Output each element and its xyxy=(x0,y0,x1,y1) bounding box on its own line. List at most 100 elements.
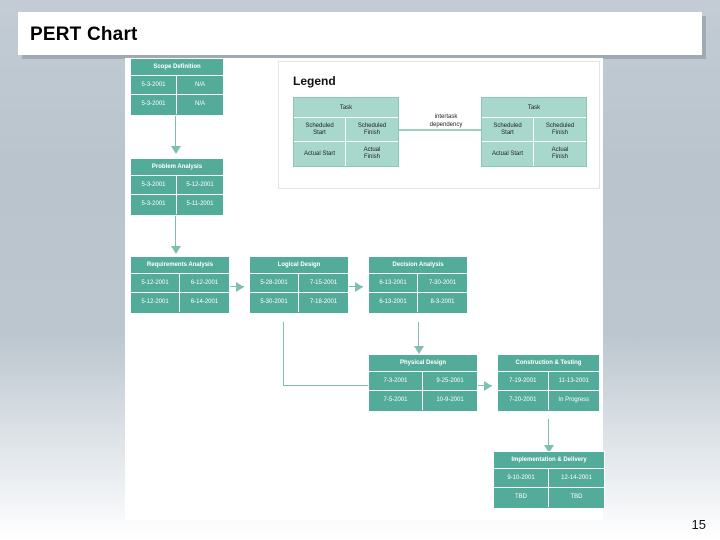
legend-title: Legend xyxy=(293,74,336,88)
task-scheduled-finish: 5-12-2001 xyxy=(186,181,214,188)
task-actual-finish: 5-11-2001 xyxy=(186,201,214,208)
connector-decision-to-physical-line xyxy=(418,322,419,352)
task-actual-start: 7-20-2001 xyxy=(498,391,549,410)
task-scheduled-row: 5-12-2001 6-12-2001 xyxy=(131,274,229,293)
task-actual-start: 5-12-2001 xyxy=(131,293,180,312)
task-actual-finish: 10-9-2001 xyxy=(436,397,464,404)
legend-left-scheduled-start: Scheduled Start xyxy=(294,118,346,141)
legend-left-scheduled-finish: Scheduled Finish xyxy=(357,122,387,136)
connector-logical-to-physical-vline xyxy=(283,322,284,386)
task-scheduled-start: 5-12-2001 xyxy=(131,274,180,292)
task-scheduled-row: 5-3-2001 N/A xyxy=(131,76,223,95)
legend-right-scheduled-finish: Scheduled Finish xyxy=(545,122,575,136)
task-scheduled-row: 9-10-2001 12-14-2001 xyxy=(494,469,604,488)
task-scheduled-finish: N/A xyxy=(194,81,205,88)
task-scheduled-start: 5-3-2001 xyxy=(131,176,177,194)
task-scheduled-start: 5-28-2001 xyxy=(250,274,299,292)
task-title: Decision Analysis xyxy=(369,257,467,274)
task-actual-row: 7-20-2001 In Progress xyxy=(498,391,599,410)
legend-panel: Legend Task Scheduled Start Scheduled Fi… xyxy=(278,61,600,189)
connector-problem-to-requirements-line xyxy=(175,214,176,250)
legend-right-header: Task xyxy=(482,98,586,118)
task-actual-finish: TBD xyxy=(570,494,583,501)
task-scheduled-start: 7-3-2001 xyxy=(369,372,423,390)
task-actual-row: 5-12-2001 6-14-2001 xyxy=(131,293,229,312)
connector-logical-to-physical-hline xyxy=(283,385,378,386)
task-scheduled-finish: 9-25-2001 xyxy=(436,377,464,384)
task-scheduled-start: 7-19-2001 xyxy=(498,372,549,390)
task-actual-start: 5-30-2001 xyxy=(250,293,299,312)
task-actual-row: 5-3-2001 N/A xyxy=(131,95,223,114)
task-scheduled-row: 5-28-2001 7-15-2001 xyxy=(250,274,348,293)
task-scheduled-start: 5-3-2001 xyxy=(131,76,177,94)
legend-dependency-label: intertask dependency xyxy=(429,114,463,128)
task-actual-finish: N/A xyxy=(194,101,205,108)
legend-dependency-arrow-line xyxy=(399,129,489,131)
legend-left-actual-finish: Actual Finish xyxy=(363,147,381,160)
task-actual-row: TBD TBD xyxy=(494,488,604,507)
connector-scope-to-problem-line xyxy=(175,114,176,150)
page-number: 15 xyxy=(691,517,706,532)
connector-scope-to-problem-arrow xyxy=(171,146,181,154)
connector-construction-to-implementation-line xyxy=(548,419,549,451)
task-scheduled-row: 6-13-2001 7-30-2001 xyxy=(369,274,467,293)
task-title: Scope Definition xyxy=(131,59,223,76)
task-title: Logical Design xyxy=(250,257,348,274)
task-title: Problem Analysis xyxy=(131,159,223,176)
connector-physical-to-construction-arrow xyxy=(484,381,492,391)
connector-requirements-to-logical-arrow xyxy=(236,282,244,292)
task-node-implementation-delivery[interactable]: Implementation & Delivery 9-10-2001 12-1… xyxy=(493,451,605,509)
legend-left-header: Task xyxy=(294,98,398,118)
title-bar xyxy=(18,12,702,55)
task-scheduled-row: 7-19-2001 11-13-2001 xyxy=(498,372,599,391)
task-actual-start: 5-3-2001 xyxy=(131,195,177,214)
task-actual-start: TBD xyxy=(494,488,549,507)
task-actual-finish: 6-14-2001 xyxy=(190,299,219,306)
task-actual-row: 5-3-2001 5-11-2001 xyxy=(131,195,223,214)
task-scheduled-finish: 7-30-2001 xyxy=(428,279,457,286)
task-node-physical-design[interactable]: Physical Design 7-3-2001 9-25-2001 7-5-2… xyxy=(368,354,478,412)
task-actual-row: 5-30-2001 7-18-2001 xyxy=(250,293,348,312)
task-node-decision-analysis[interactable]: Decision Analysis 6-13-2001 7-30-2001 6-… xyxy=(368,256,468,314)
legend-right-scheduled-start: Scheduled Start xyxy=(482,118,534,141)
task-actual-start: 7-5-2001 xyxy=(369,391,423,410)
task-actual-finish: 8-3-2001 xyxy=(430,299,455,306)
task-node-construction-testing[interactable]: Construction & Testing 7-19-2001 11-13-2… xyxy=(497,354,600,412)
task-actual-row: 7-5-2001 10-9-2001 xyxy=(369,391,477,410)
legend-left-actual-start: Actual Start xyxy=(294,142,346,166)
task-title: Requirements Analysis xyxy=(131,257,229,274)
task-node-scope-definition[interactable]: Scope Definition 5-3-2001 N/A 5-3-2001 N… xyxy=(130,58,224,116)
legend-right-actual-start: Actual Start xyxy=(482,142,534,166)
connector-construction-to-implementation-arrow xyxy=(544,445,554,453)
task-actual-row: 6-13-2001 8-3-2001 xyxy=(369,293,467,312)
task-scheduled-finish: 7-15-2001 xyxy=(309,279,338,286)
task-title: Construction & Testing xyxy=(498,355,599,372)
legend-right-actual-row: Actual Start Actual Finish xyxy=(482,142,586,166)
task-scheduled-finish: 11-13-2001 xyxy=(558,377,589,384)
task-title: Implementation & Delivery xyxy=(494,452,604,469)
page-title: PERT Chart xyxy=(30,24,138,45)
task-node-logical-design[interactable]: Logical Design 5-28-2001 7-15-2001 5-30-… xyxy=(249,256,349,314)
legend-task-box-right: Task Scheduled Start Scheduled Finish xyxy=(481,97,587,167)
connector-problem-to-requirements-arrow xyxy=(171,246,181,254)
legend-task-box-left: Task Scheduled Start Scheduled Finish xyxy=(293,97,399,167)
task-actual-start: 5-3-2001 xyxy=(131,95,177,114)
task-scheduled-start: 6-13-2001 xyxy=(369,274,418,292)
task-title: Physical Design xyxy=(369,355,477,372)
legend-right-actual-finish: Actual Finish xyxy=(551,147,569,160)
task-scheduled-row: 7-3-2001 9-25-2001 xyxy=(369,372,477,391)
task-node-requirements-analysis[interactable]: Requirements Analysis 5-12-2001 6-12-200… xyxy=(130,256,230,314)
pert-chart-canvas: Legend Task Scheduled Start Scheduled Fi… xyxy=(125,58,605,520)
task-scheduled-row: 5-3-2001 5-12-2001 xyxy=(131,176,223,195)
connector-logical-to-decision-arrow xyxy=(355,282,363,292)
legend-right-scheduled-row: Scheduled Start Scheduled Finish xyxy=(482,118,586,142)
connector-decision-to-physical-arrow xyxy=(414,346,424,354)
task-scheduled-start: 9-10-2001 xyxy=(494,469,549,487)
task-actual-finish: 7-18-2001 xyxy=(309,299,338,306)
task-actual-start: 6-13-2001 xyxy=(369,293,418,312)
legend-left-actual-row: Actual Start Actual Finish xyxy=(294,142,398,166)
task-node-problem-analysis[interactable]: Problem Analysis 5-3-2001 5-12-2001 5-3-… xyxy=(130,158,224,216)
task-scheduled-finish: 12-14-2001 xyxy=(561,474,592,481)
task-scheduled-finish: 6-12-2001 xyxy=(190,279,219,286)
